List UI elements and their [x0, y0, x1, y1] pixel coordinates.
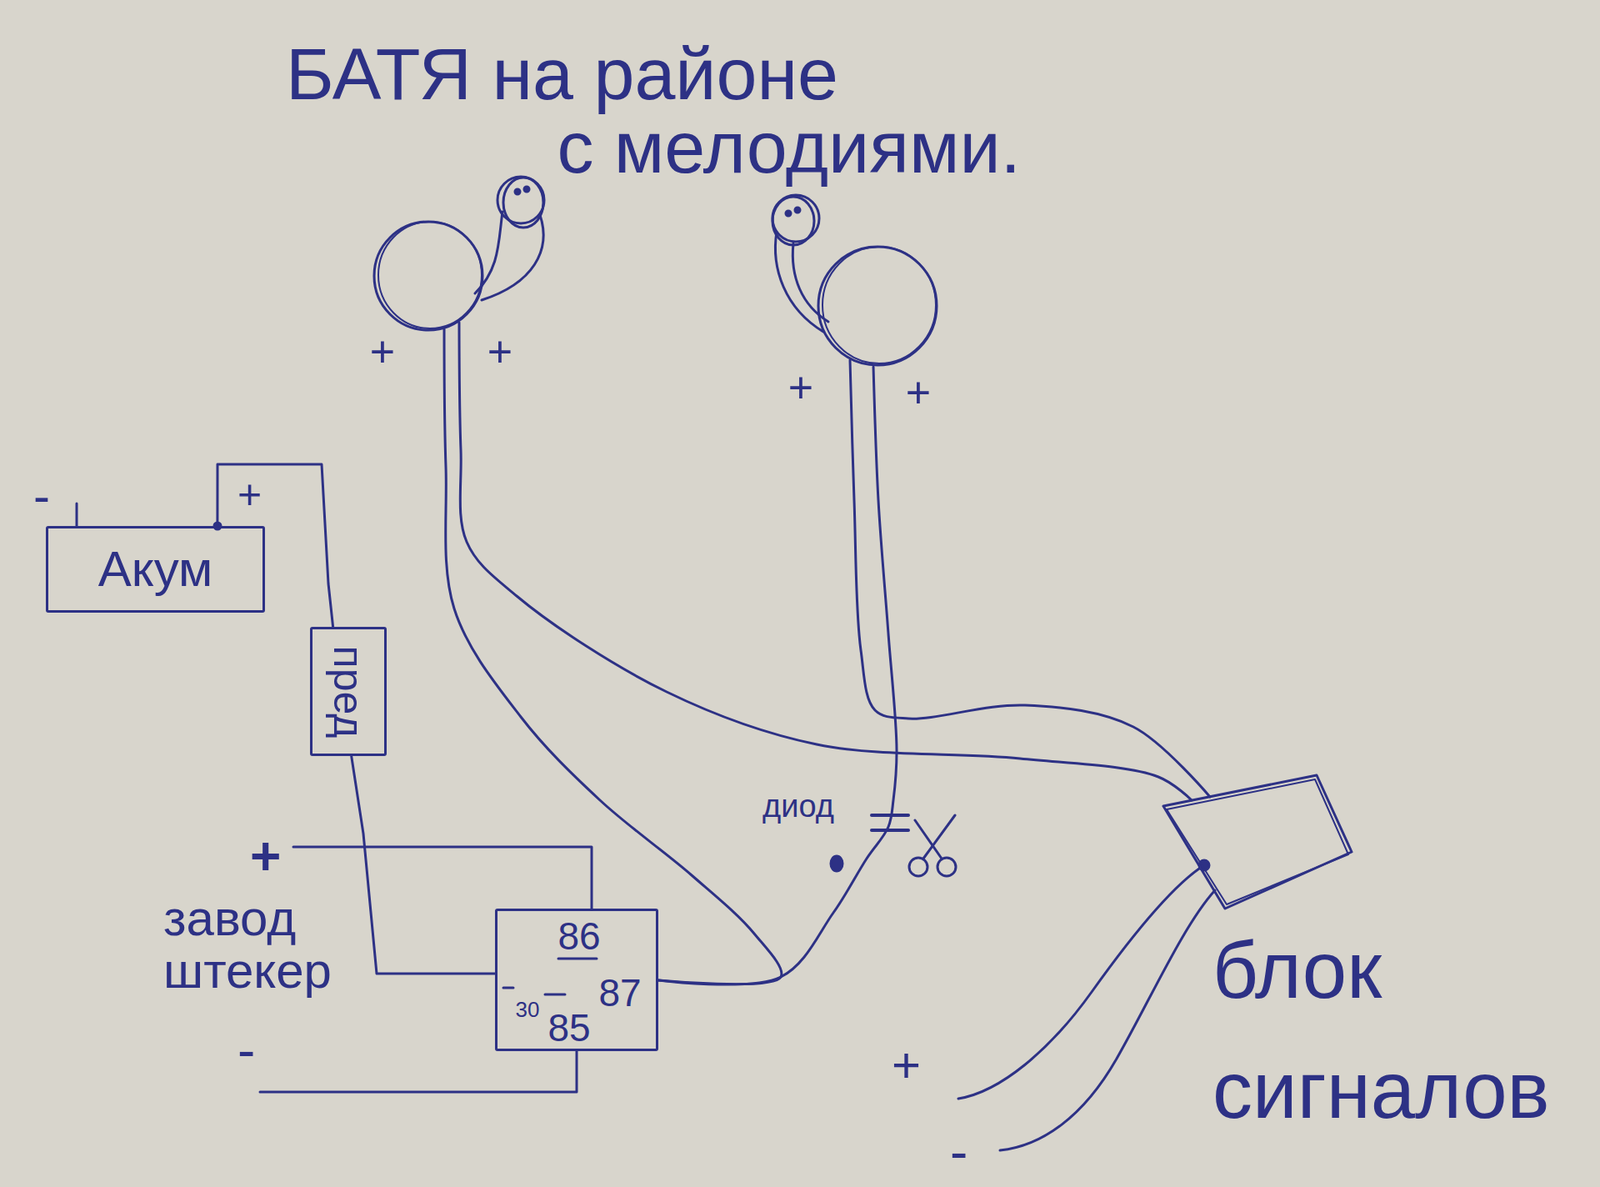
title-spacer [873, 37, 1021, 111]
wire [444, 329, 782, 985]
connector-label: завод штекер [163, 891, 343, 997]
unit-outline [1166, 779, 1349, 905]
pin-number: 85 [547, 1008, 590, 1047]
wire-sign: + [250, 829, 281, 883]
title-text: БАТЯ на районе с мелодиями. [285, 32, 1021, 189]
horn-snail [772, 196, 815, 245]
plug-wire [260, 1050, 577, 1092]
terminal-sign: + [905, 370, 931, 415]
terminal-sign: + [370, 330, 395, 374]
wire [351, 755, 495, 974]
battery-box: Акум [45, 525, 265, 613]
unit-outline [1158, 775, 1359, 913]
power-wire [958, 865, 1205, 1099]
diode-label: диод [762, 790, 835, 822]
horn-outline [816, 245, 939, 367]
unit-label: блок сигналов [1212, 910, 1563, 1150]
relay-mark [545, 993, 565, 996]
horn-neck [481, 215, 544, 300]
horn-outline [378, 221, 482, 329]
pin-number: 87 [598, 973, 641, 1012]
diode-symbol [871, 828, 909, 832]
terminal-sign: + [788, 365, 814, 410]
title-block: БАТЯ на районе с мелодиями. [285, 37, 1021, 185]
horn-outline [372, 220, 485, 332]
terminal-sign: + [237, 473, 262, 515]
horn-outline [374, 221, 483, 330]
horn-neck [475, 211, 503, 294]
wire-sign: + [891, 1040, 921, 1090]
horn: ++ [816, 245, 939, 367]
pin-number: 86 [557, 916, 600, 955]
horn-dot [515, 189, 520, 195]
plug-wire [293, 846, 592, 909]
wire [217, 464, 334, 627]
signal-unit: блок сигналов [1158, 775, 1563, 1150]
pin-number: 30 [515, 998, 540, 1020]
scissors-symbol [915, 820, 942, 859]
horn-neck [775, 231, 824, 332]
horn-dot [524, 186, 530, 192]
ground-wire [1000, 890, 1215, 1150]
wire [658, 366, 897, 985]
wire [850, 360, 1210, 797]
horn-outline [818, 246, 937, 365]
terminal-sign: - [33, 470, 50, 521]
fuse-label: пред [327, 645, 370, 738]
battery-terminal [75, 503, 79, 526]
relay-mark [558, 957, 597, 960]
horn-snail [503, 177, 544, 228]
relay-box: 86 30 8587 [495, 908, 659, 1051]
wire [459, 322, 1192, 800]
ink-blot [830, 855, 843, 871]
unit-outline [1163, 775, 1352, 909]
scissors-symbol [909, 857, 928, 876]
horn: ++ [372, 220, 485, 332]
relay-mark [503, 986, 514, 990]
horn-dot [795, 207, 800, 213]
wire-sign: - [237, 1023, 255, 1077]
battery-label: Акум [98, 544, 214, 595]
horn-outline [822, 246, 936, 364]
terminal-sign: + [487, 330, 513, 374]
scissors-symbol [937, 857, 956, 876]
horn-dot [785, 210, 791, 216]
wire-sign: - [950, 1125, 968, 1179]
fuse-box: пред [310, 626, 387, 756]
